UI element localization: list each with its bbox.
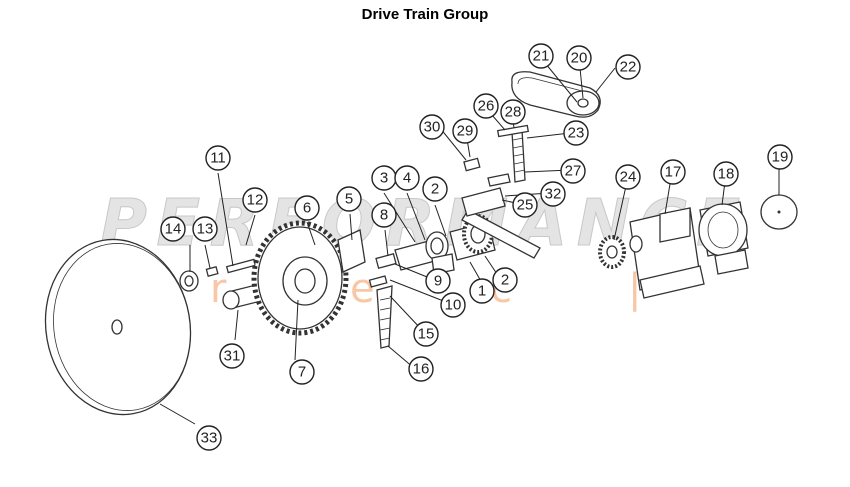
- svg-text:23: 23: [568, 125, 585, 142]
- svg-text:6: 6: [303, 200, 311, 217]
- callout-8: 8: [371, 202, 397, 228]
- callout-30: 30: [419, 114, 445, 140]
- svg-text:28: 28: [505, 104, 522, 121]
- svg-text:1: 1: [478, 283, 486, 300]
- callout-13: 13: [192, 216, 218, 242]
- diagram-title: Drive Train Group: [361, 6, 489, 23]
- svg-text:27: 27: [565, 163, 582, 180]
- callout-20: 20: [566, 45, 592, 71]
- callout-23: 23: [563, 120, 589, 146]
- svg-text:12: 12: [247, 192, 264, 209]
- callout-27: 27: [560, 158, 586, 184]
- callout-28: 28: [500, 99, 526, 125]
- svg-text:5: 5: [345, 191, 353, 208]
- svg-text:9: 9: [434, 273, 442, 290]
- callout-1: 1: [469, 278, 495, 304]
- callout-31: 31: [219, 343, 245, 369]
- svg-text:30: 30: [424, 119, 441, 136]
- callout-18: 18: [713, 161, 739, 187]
- svg-text:20: 20: [571, 50, 588, 67]
- callout-24: 24: [615, 164, 641, 190]
- callout-26: 26: [473, 93, 499, 119]
- svg-text:14: 14: [165, 221, 182, 238]
- svg-text:24: 24: [620, 169, 637, 186]
- callout-15: 15: [413, 321, 439, 347]
- gearbox: [629, 207, 705, 299]
- svg-text:29: 29: [457, 123, 474, 140]
- svg-text:33: 33: [201, 430, 218, 447]
- callout-29: 29: [452, 118, 478, 144]
- callout-2-lower: 2: [492, 267, 518, 293]
- tensioner-block: [375, 253, 397, 269]
- svg-text:8: 8: [380, 207, 388, 224]
- callout-21: 21: [528, 43, 554, 69]
- small-sprocket: [598, 235, 626, 269]
- svg-text:15: 15: [418, 326, 435, 343]
- callout-22: 22: [615, 54, 641, 80]
- callout-7: 7: [289, 359, 315, 385]
- svg-text:2: 2: [431, 181, 439, 198]
- svg-text:10: 10: [445, 297, 462, 314]
- slotted-block: [461, 187, 506, 217]
- svg-text:19: 19: [772, 149, 789, 166]
- callout-9: 9: [425, 268, 451, 294]
- spring-bolt: [496, 124, 530, 138]
- callout-5: 5: [336, 186, 362, 212]
- callout-25: 25: [512, 192, 538, 218]
- wheel-disc: [44, 238, 192, 416]
- tensioner-bolt: [368, 275, 388, 288]
- eye-bolt: [487, 173, 511, 187]
- callout-33: 33: [196, 425, 222, 451]
- svg-text:25: 25: [517, 197, 534, 214]
- electric-motor: [698, 201, 749, 275]
- svg-text:3: 3: [380, 170, 388, 187]
- svg-text:22: 22: [620, 59, 637, 76]
- callout-16: 16: [408, 356, 434, 382]
- callout-6: 6: [294, 195, 320, 221]
- svg-text:32: 32: [545, 186, 562, 203]
- svg-text:2: 2: [501, 272, 509, 289]
- callout-11: 11: [205, 145, 231, 171]
- callout-17: 17: [660, 159, 686, 185]
- callout-2-upper: 2: [422, 176, 448, 202]
- callout-4: 4: [394, 165, 420, 191]
- callout-32: 32: [540, 181, 566, 207]
- long-bolt: [376, 285, 393, 349]
- tension-spring: [511, 129, 526, 183]
- svg-text:4: 4: [403, 170, 411, 187]
- callout-10: 10: [440, 292, 466, 318]
- svg-text:13: 13: [197, 221, 214, 238]
- svg-text:31: 31: [224, 348, 241, 365]
- belt-and-pulley: [511, 71, 601, 118]
- mount-plate: [337, 229, 366, 273]
- svg-text:16: 16: [413, 361, 430, 378]
- callout-19: 19: [767, 144, 793, 170]
- svg-text:26: 26: [478, 98, 495, 115]
- hex-nut: [463, 157, 481, 172]
- svg-text:7: 7: [298, 364, 306, 381]
- svg-text:11: 11: [210, 150, 226, 167]
- callout-3: 3: [371, 165, 397, 191]
- set-screw: [205, 266, 219, 277]
- callout-14: 14: [160, 216, 186, 242]
- jackshaft: [461, 209, 541, 259]
- shaft-key: [225, 258, 257, 274]
- watermark-letter-e: e: [350, 266, 375, 312]
- svg-text:21: 21: [533, 48, 550, 65]
- large-sprocket: [251, 220, 349, 336]
- svg-text:17: 17: [665, 164, 682, 181]
- callout-12: 12: [242, 187, 268, 213]
- svg-text:18: 18: [718, 166, 735, 183]
